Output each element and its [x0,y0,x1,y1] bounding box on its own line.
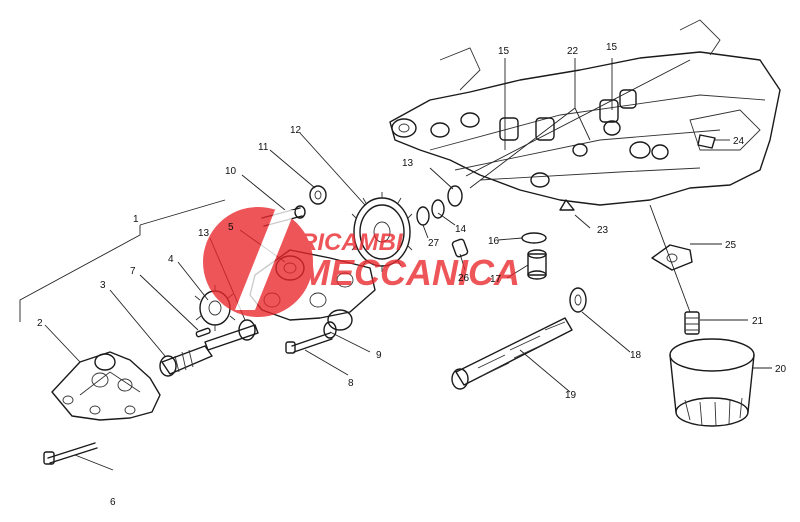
filter-screen-19 [451,317,573,390]
gear-shaft-3 [159,324,259,377]
label-4: 4 [168,254,174,265]
ring-27 [416,206,430,226]
label-17: 17 [490,274,502,285]
watermark-line1: RICAMBI [300,229,404,256]
leader-lines [19,58,772,471]
label-15-right: 15 [606,42,618,53]
label-5: 5 [228,222,234,233]
ring-14 [431,199,445,219]
oil-filter-20 [669,338,755,427]
o-ring-13-left [238,319,256,341]
label-13-right: 13 [402,158,414,169]
watermark-line2: MECCANICA [300,252,520,293]
label-26: 26 [458,273,470,284]
washer-9 [323,321,337,339]
washer-11 [309,185,327,205]
gear-12 [351,192,413,272]
label-7: 7 [130,266,136,277]
pin-7 [195,327,211,338]
label-25: 25 [725,240,737,251]
fitting-26 [451,238,469,258]
ring-13-right [447,185,463,207]
label-10: 10 [225,166,237,177]
watermark-slash [235,210,295,310]
label-23: 23 [597,225,609,236]
label-8: 8 [348,378,354,389]
label-2: 2 [37,318,43,329]
label-27: 27 [428,238,440,249]
label-18: 18 [630,350,642,361]
label-22: 22 [567,46,579,57]
label-14: 14 [455,224,467,235]
plug-17 [527,249,547,280]
plug-23 [559,199,575,211]
pump-body [51,351,161,421]
washer-18 [569,287,587,313]
washer-16 [521,232,547,244]
label-11: 11 [258,142,269,153]
label-1: 1 [133,214,139,225]
label-20: 20 [775,364,787,375]
label-21: 21 [752,316,764,327]
label-3: 3 [100,280,106,291]
label-9: 9 [376,350,382,361]
nipple-21 [684,311,700,335]
bolt-8 [285,332,333,354]
watermark-logo: RICAMBI MECCANICA [203,207,520,317]
label-16: 16 [488,236,500,247]
label-13-left: 13 [198,228,210,239]
callout-labels: 1 2 3 4 5 6 7 8 9 10 11 12 13 13 14 15 1… [37,42,787,508]
gasket-25 [651,244,693,271]
label-15-left: 15 [498,46,510,57]
label-19: 19 [565,390,577,401]
label-6: 6 [110,497,116,508]
crankcase [389,19,781,206]
label-12: 12 [290,125,302,136]
bolt-6 [43,442,98,465]
label-24: 24 [733,136,745,147]
